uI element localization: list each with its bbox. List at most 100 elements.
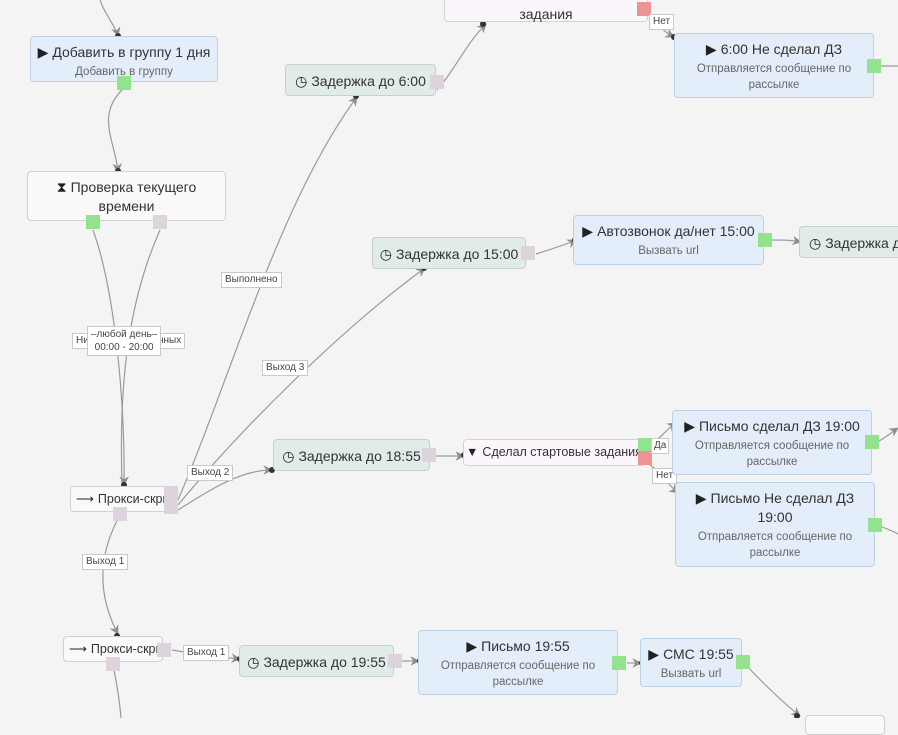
node-title: Задержка до 18:55 [298,448,421,464]
port-default[interactable] [164,486,178,514]
play-icon: ▶ [648,646,660,662]
node-no-hw-6[interactable]: ▶6:00 Не сделал ДЗ Отправляется сообщени… [674,33,874,98]
node-proxy-1[interactable]: ⟶Прокси-скрипт [70,486,177,512]
port-success[interactable] [758,233,772,247]
label-any-day: –любой день– 00:00 - 20:00 [87,326,162,356]
wire-add-to-check [108,87,125,173]
port-default[interactable] [430,75,444,89]
port-no[interactable] [637,2,651,16]
node-title: Письмо 19:55 [481,638,570,654]
node-delay-1955[interactable]: ◷Задержка до 19:55 [239,645,394,677]
port-success[interactable] [868,518,882,532]
node-subtitle: Отправляется сообщение по [696,63,852,75]
node-title: Письмо сделал ДЗ 19:00 [698,418,860,434]
label-exit-1-b: Выход 1 [183,645,230,661]
node-delay-15[interactable]: ◷Задержка до 15:00 [372,237,526,269]
node-title: Письмо Не сделал ДЗ [710,490,855,506]
label-any-day-line1: –любой день– [91,329,158,340]
play-icon: ▶ [705,41,717,57]
node-subtitle: Вызвать url [638,245,699,257]
play-icon: ▶ [466,638,478,654]
node-subtitle-2: рассылке [749,547,801,559]
node-title: Проверка текущего [70,179,197,195]
node-title: задания [519,6,573,22]
node-letter-done[interactable]: ▶Письмо сделал ДЗ 19:00 Отправляется соо… [672,410,872,475]
node-title: Задержка до 6:00 [311,73,426,89]
port-default[interactable] [521,246,535,260]
node-check-time[interactable]: ⧗Проверка текущего времени [27,171,226,221]
node-title: Автозвонок да/нет 15:00 [597,223,755,239]
label-exit-1-a: Выход 1 [82,554,129,570]
arrow-right-icon: ⟶ [76,492,94,506]
node-subtitle: Добавить в группу [75,66,173,78]
label-any-day-line2: 00:00 - 20:00 [94,342,154,353]
node-letter-1955[interactable]: ▶Письмо 19:55 Отправляется сообщение по … [418,630,618,695]
play-icon: ▶ [582,223,594,239]
port-default[interactable] [157,643,171,657]
node-title: Добавить в группу 1 дня [52,44,211,60]
node-letter-not-done[interactable]: ▶Письмо Не сделал ДЗ 19:00 Отправляется … [675,482,875,567]
port-default[interactable] [388,654,402,668]
port-success[interactable] [117,76,131,90]
hourglass-icon: ⧗ [56,179,67,195]
wire-proxy-to-delay1855 [177,465,273,511]
play-icon: ▶ [695,490,707,506]
port-success[interactable] [867,59,881,73]
wire-autocall-to-delaycut [771,235,802,246]
node-autocall[interactable]: ▶Автозвонок да/нет 15:00 Вызвать url [573,215,764,265]
port-success[interactable] [865,435,879,449]
node-subtitle: Отправляется сообщение по [697,531,853,543]
node-bottom-partial[interactable] [805,715,885,735]
port-no[interactable] [638,451,652,465]
node-title: Прокси-скрипт [97,492,177,506]
port-default[interactable] [422,448,436,462]
port-default[interactable] [106,657,120,671]
label-no: Нет [652,468,678,484]
node-title: Сделал стартовые задания [482,445,642,459]
node-title-2: времени [98,198,155,214]
node-subtitle: Вызвать url [660,668,722,680]
wire-top-in [99,0,121,37]
clock-icon: ◷ [295,73,308,89]
label-hidden-right: нных [154,333,186,349]
port-success[interactable] [612,656,626,670]
node-sms-1955[interactable]: ▶СМС 19:55 Вызвать url [640,638,742,687]
wire-sms-out [743,662,801,717]
port-yes[interactable] [638,438,652,452]
node-top-tasks[interactable]: задания [444,0,648,22]
clock-icon: ◷ [247,654,260,670]
wire-done-out [878,427,898,442]
wire-notdone-out [881,526,898,535]
node-delay-6[interactable]: ◷Задержка до 6:00 [285,64,436,96]
play-icon: ▶ [684,418,695,434]
node-title: 6:00 Не сделал ДЗ [720,41,843,57]
wire-proxy2-down [113,669,122,718]
wire-check-a-to-proxy [92,229,129,486]
port-default[interactable] [113,507,127,521]
label-yes: Да [651,438,670,454]
node-title: Задержка д [825,235,898,251]
node-title: СМС 19:55 [663,646,734,662]
port-success[interactable] [86,215,100,229]
node-subtitle: Отправляется сообщение по [440,660,596,672]
play-icon: ▶ [37,44,49,60]
funnel-icon: ▼ [466,445,479,459]
label-net-top: Нет [649,14,675,30]
wire-proxy-to-delay6 [177,96,358,501]
node-filter-start[interactable]: ▼Сделал стартовые задания [463,439,645,466]
clock-icon: ◷ [282,448,295,464]
connector-wires [92,0,898,718]
wire-proxy1-to-proxy2 [102,514,121,635]
node-subtitle-2: рассылке [746,456,798,468]
node-title-2: 19:00 [757,509,793,525]
wire-delay6-to-top [436,23,487,91]
port-default[interactable] [153,215,167,229]
clock-icon: ◷ [379,246,392,262]
port-success[interactable] [736,655,750,669]
wire-check-b-to-proxy [120,229,161,486]
node-delay-1855[interactable]: ◷Задержка до 18:55 [273,439,430,471]
node-delay-cut[interactable]: ◷Задержка д [799,226,898,258]
node-subtitle: Отправляется сообщение по [694,440,850,452]
label-done: Выполнено [221,272,282,288]
arrow-right-icon: ⟶ [69,642,87,656]
